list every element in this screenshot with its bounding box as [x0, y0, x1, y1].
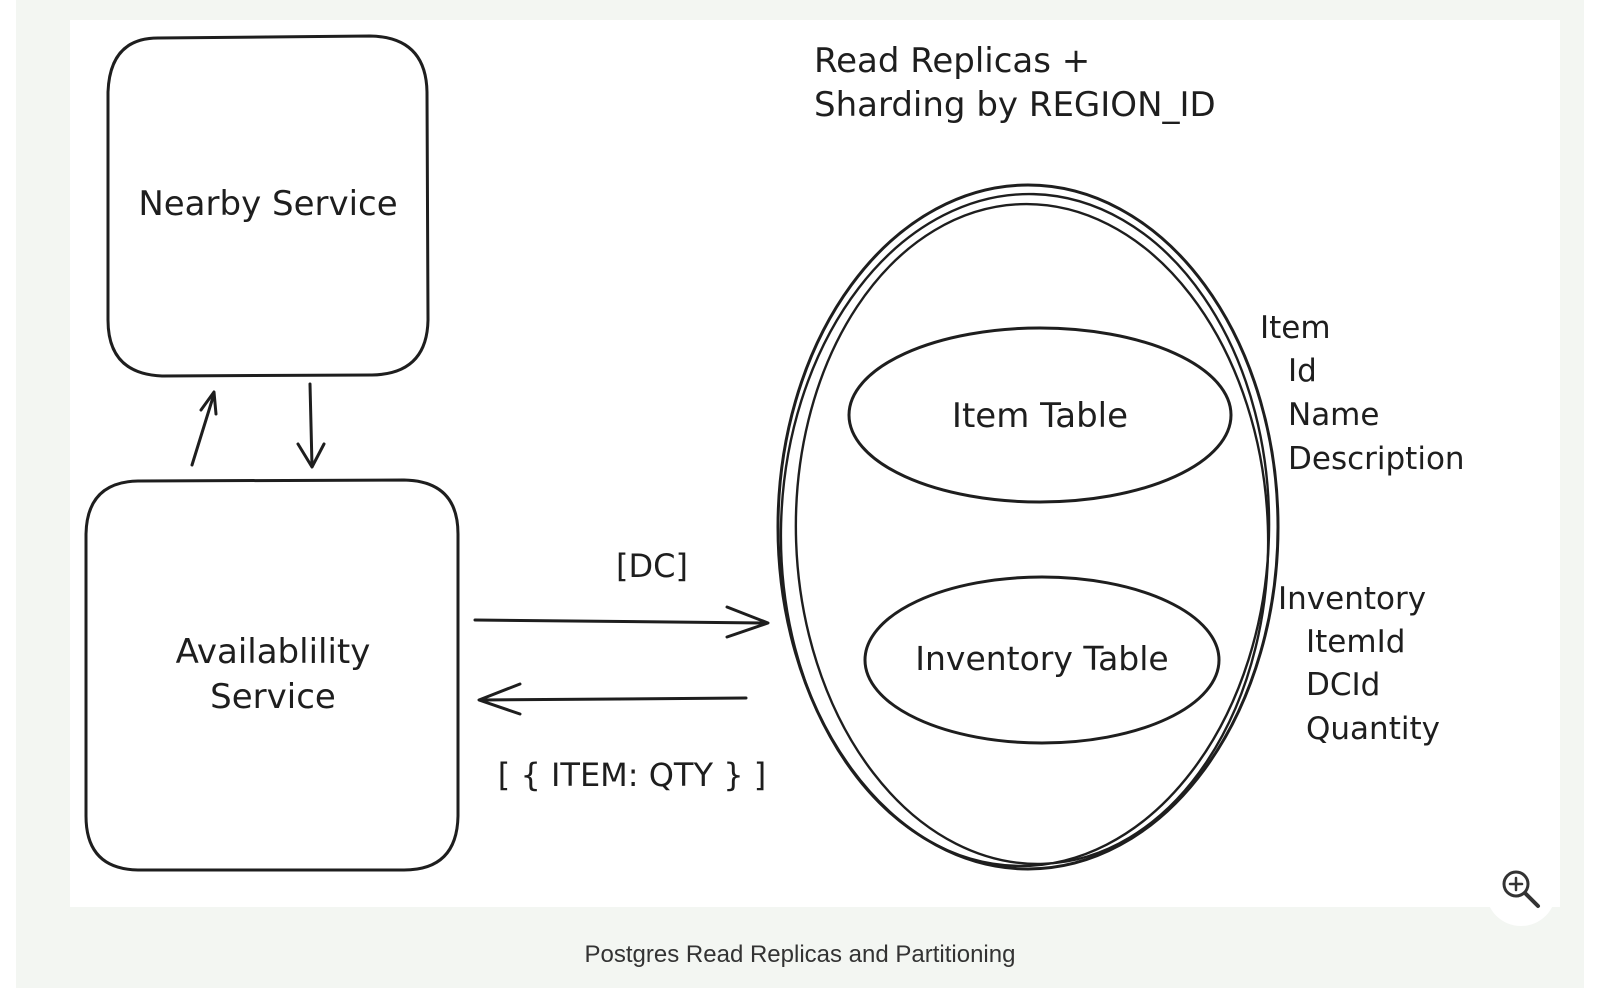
availability-service-node: Availablility Service: [84, 478, 460, 872]
figure-frame: Read Replicas + Sharding by REGION_ID Ne…: [16, 0, 1584, 988]
architecture-diagram: Read Replicas + Sharding by REGION_ID Ne…: [84, 34, 1465, 872]
nearby-service-node: Nearby Service: [106, 34, 430, 378]
figure-caption: Postgres Read Replicas and Partitioning: [584, 941, 1016, 968]
inventory-schema-name: Inventory: [1278, 581, 1426, 617]
availability-service-label-line1: Availablility: [176, 632, 371, 672]
item-table-label: Item Table: [952, 396, 1128, 436]
inventory-schema-field: ItemId: [1306, 624, 1405, 660]
item-schema-field: Id: [1288, 353, 1317, 389]
zoom-button[interactable]: [1486, 856, 1556, 926]
database-cluster: [776, 183, 1280, 871]
availability-service-label-line2: Service: [210, 677, 336, 717]
item-schema-field: Name: [1288, 397, 1379, 433]
nearby-service-label: Nearby Service: [138, 184, 397, 224]
response-arrow: [477, 682, 748, 716]
item-schema-name: Item: [1260, 310, 1331, 346]
diagram-title-line1: Read Replicas +: [814, 41, 1090, 81]
arrow-up-to-nearby: [190, 390, 218, 467]
inventory-table-label: Inventory Table: [915, 639, 1168, 678]
arrow-down-to-availability: [296, 382, 326, 469]
inventory-schema-field: Quantity: [1306, 711, 1440, 747]
request-arrow: [473, 605, 770, 639]
diagram-title-line2: Sharding by REGION_ID: [814, 85, 1216, 125]
item-table-node: Item Table: [847, 326, 1233, 504]
response-label: [ { ITEM: QTY } ]: [498, 756, 766, 794]
zoom-in-icon: [1502, 870, 1540, 908]
item-schema-field: Description: [1288, 441, 1465, 477]
request-label: [DC]: [616, 547, 688, 585]
inventory-schema-field: DCId: [1306, 667, 1380, 703]
inventory-table-node: Inventory Table: [863, 575, 1221, 745]
diagram-canvas: Read Replicas + Sharding by REGION_ID Ne…: [70, 20, 1560, 907]
inventory-schema: Inventory ItemId DCId Quantity: [1278, 581, 1440, 747]
item-schema: Item Id Name Description: [1260, 310, 1465, 477]
